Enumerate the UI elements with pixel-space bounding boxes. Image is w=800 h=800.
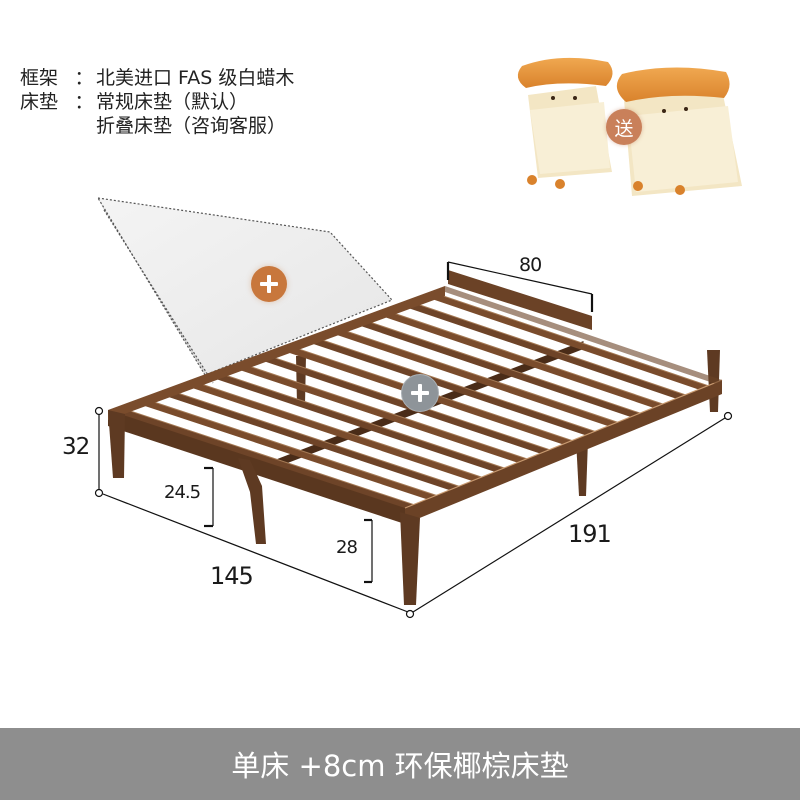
dimension-side-clearance: 24.5 — [164, 482, 201, 503]
spec-row-mattress: 床垫 ： 常规床垫（默认） 折叠床垫（咨询客服） — [20, 90, 294, 138]
bed-illustration — [94, 57, 742, 619]
spec-value: 折叠床垫（咨询客服） — [96, 115, 287, 137]
spec-value: 常规床垫（默认） — [96, 91, 249, 113]
dimension-bed-height: 32 — [62, 434, 90, 460]
plus-icon — [260, 275, 278, 293]
spec-value: 北美进口 FAS 级白蜡木 — [96, 67, 295, 89]
dimension-foot-clearance: 28 — [336, 537, 358, 558]
dimension-length: 191 — [568, 520, 612, 548]
dimension-lines — [94, 261, 733, 619]
bed-rails — [108, 270, 723, 524]
mattress-image — [96, 197, 394, 384]
spec-separator: ： — [74, 67, 94, 89]
toast-pillow-icon — [517, 57, 613, 189]
spec-list: 框架 ： 北美进口 FAS 级白蜡木 床垫 ： 常规床垫（默认） 折叠床垫（咨询… — [20, 66, 294, 138]
toast-pillow-icon — [616, 67, 742, 196]
frame-hotspot-button[interactable] — [401, 374, 439, 412]
spec-key: 框架 — [20, 67, 59, 89]
option-label: 单床 +8cm 环保椰棕床垫 — [231, 749, 569, 783]
gift-badge: 送 — [606, 109, 642, 145]
spec-key: 床垫 — [20, 91, 59, 113]
plus-icon — [411, 384, 429, 402]
option-label-bar: 单床 +8cm 环保椰棕床垫 — [0, 728, 800, 800]
spec-separator: ： — [74, 91, 94, 113]
dimension-width: 145 — [210, 562, 254, 590]
spec-row-frame: 框架 ： 北美进口 FAS 级白蜡木 — [20, 66, 294, 90]
dimension-headboard-width: 80 — [519, 254, 542, 276]
mattress-hotspot-button[interactable] — [251, 266, 287, 302]
bed-legs-front — [108, 410, 420, 605]
